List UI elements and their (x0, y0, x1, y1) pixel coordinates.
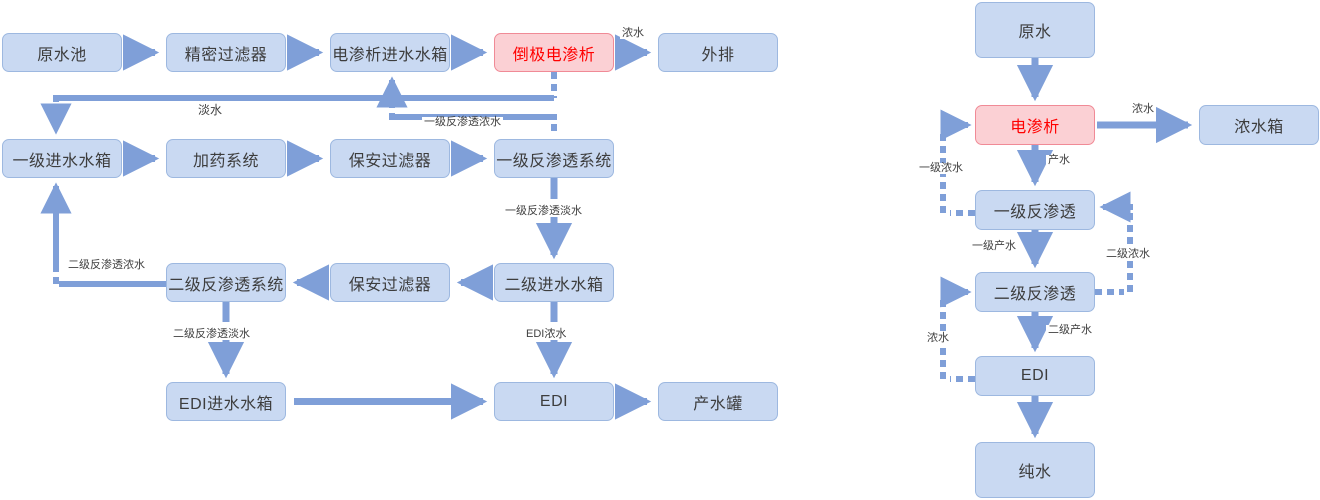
edge-label-rl6: 二级产水 (1046, 324, 1094, 336)
edge-label-ll6: 二级反渗透淡水 (171, 328, 252, 340)
edge-label-rl7: 浓水 (925, 332, 951, 344)
process-node-ln15[interactable]: 产水罐 (658, 382, 778, 421)
edge-label-rl4: 一级产水 (970, 240, 1018, 252)
process-node-ln14[interactable]: EDI (494, 382, 614, 421)
process-node-rn1[interactable]: 原水 (975, 2, 1095, 58)
edge-label-rl1: 浓水 (1130, 103, 1156, 115)
process-node-ln3[interactable]: 电渗析进水水箱 (330, 33, 450, 72)
process-node-ln9[interactable]: 一级反渗透系统 (494, 139, 614, 178)
process-node-rn4[interactable]: 一级反渗透 (975, 190, 1095, 230)
edge-label-ll2: 淡水 (196, 103, 225, 117)
process-node-ln5[interactable]: 外排 (658, 33, 778, 72)
process-node-rn2[interactable]: 电渗析 (975, 105, 1095, 145)
edge-label-rl2: 产水 (1046, 154, 1072, 166)
edge-label-rl5: 二级浓水 (1104, 248, 1152, 260)
process-node-rn3[interactable]: 浓水箱 (1199, 105, 1319, 145)
process-node-ln8[interactable]: 保安过滤器 (330, 139, 450, 178)
edge-label-ll7: EDI浓水 (524, 328, 569, 340)
process-node-ln4[interactable]: 倒极电渗析 (494, 33, 614, 72)
process-node-rn6[interactable]: EDI (975, 356, 1095, 396)
process-node-rn7[interactable]: 纯水 (975, 442, 1095, 498)
process-node-ln7[interactable]: 加药系统 (166, 139, 286, 178)
process-node-ln6[interactable]: 一级进水水箱 (2, 139, 122, 178)
process-node-ln11[interactable]: 保安过滤器 (330, 263, 450, 302)
process-node-ln2[interactable]: 精密过滤器 (166, 33, 286, 72)
edge-label-ll3: 一级反渗透浓水 (422, 116, 503, 128)
process-node-ln1[interactable]: 原水池 (2, 33, 122, 72)
edge-label-ll1: 浓水 (620, 27, 646, 39)
edge-label-ll5: 二级反渗透浓水 (66, 259, 147, 271)
process-node-ln13[interactable]: EDI进水水箱 (166, 382, 286, 421)
process-node-ln10[interactable]: 二级反渗透系统 (166, 263, 286, 302)
edge-label-rl3: 一级浓水 (917, 162, 965, 174)
edge-label-ll4: 一级反渗透淡水 (503, 205, 584, 217)
process-node-rn5[interactable]: 二级反渗透 (975, 272, 1095, 312)
process-node-ln12[interactable]: 二级进水水箱 (494, 263, 614, 302)
